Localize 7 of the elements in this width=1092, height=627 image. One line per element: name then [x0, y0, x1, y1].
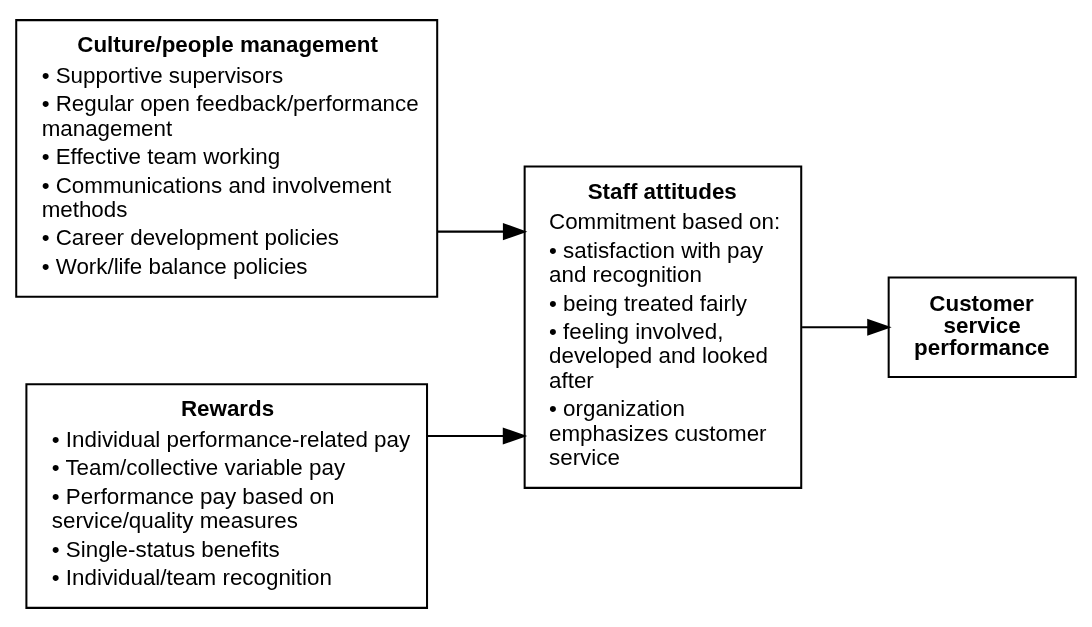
- node-box: Staff attitudes Commitment based on: • satisfaction with pay and recognition • being treated fairly • feeling involved, developed and looked after • organization emphasizes customer service: [523, 165, 803, 489]
- arrow: [427, 426, 528, 445]
- arrow: [802, 318, 892, 336]
- node-box: Customer service performance: [887, 275, 1077, 378]
- node-box: Rewards • Individual performance-related pay • Team/collective variable pay • Performance pay based on service/quality measures • Single-status benefits • Individual/team recognition: [25, 382, 429, 609]
- node-box: Culture/people management • Supportive supervisors • Regular open feedback/performance management • Effective team working • Communications and involvement methods • Career development policies • Work/life balance policies: [15, 18, 439, 298]
- arrow: [437, 222, 528, 240]
